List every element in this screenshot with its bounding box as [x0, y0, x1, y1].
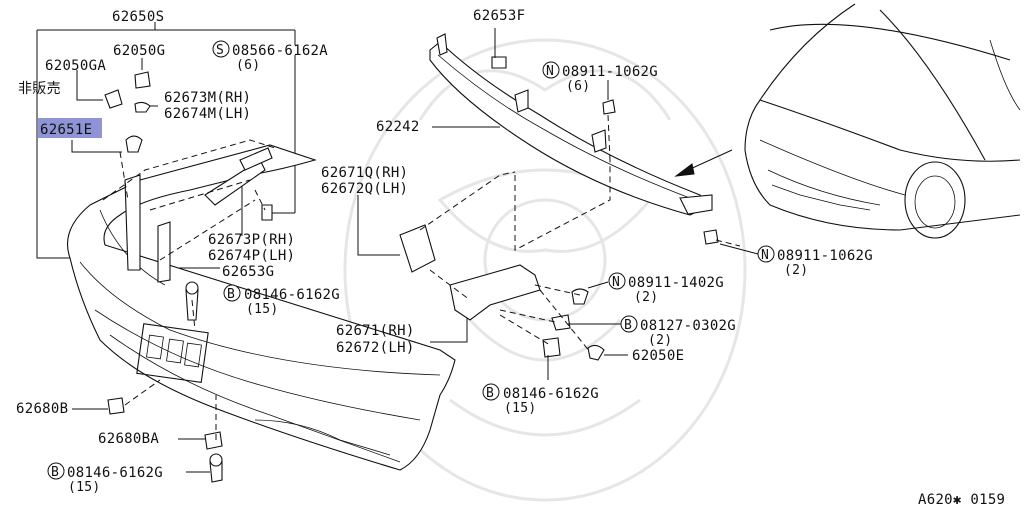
- fastener-number: 08127-0302G: [640, 318, 736, 334]
- fastener-n08911-right: N 08911-1062G (2): [757, 245, 873, 278]
- fastener-b08146-mid: B 08146-6162G (15): [223, 284, 340, 317]
- diagram-id: A620✱ 0159: [918, 492, 1005, 508]
- fastener-number: 08911-1062G: [562, 64, 658, 80]
- label-62653F: 62653F: [473, 8, 525, 24]
- watermark-emblem: [343, 38, 747, 502]
- front-bumper-fascia: [66, 144, 456, 471]
- right-dashed-guides: [419, 114, 741, 353]
- fastener-prefix: B: [51, 465, 59, 480]
- label-62680BA: 62680BA: [98, 431, 159, 447]
- fastener-number: 08566-6162A: [232, 43, 328, 59]
- left-callout-frame: [36, 22, 296, 269]
- fastener-qty: (6): [566, 79, 590, 94]
- fastener-number: 08146-6162G: [244, 287, 340, 303]
- label-62671: 62671(RH): [336, 323, 415, 339]
- fastener-prefix: B: [486, 386, 494, 401]
- fastener-prefix: B: [227, 287, 235, 302]
- bumper-reinforcement-beam: [429, 33, 719, 245]
- label-62650S: 62650S: [112, 9, 164, 25]
- fastener-qty: (2): [648, 333, 672, 348]
- fastener-qty: (2): [784, 263, 808, 278]
- fastener-s08566: S 08566-6162A (6): [212, 40, 328, 73]
- label-62672Q: 62672Q(LH): [321, 181, 408, 197]
- direction-arrow: [674, 149, 733, 177]
- label-62673P: 62673P(RH): [208, 232, 295, 248]
- fastener-qty: (2): [634, 290, 658, 305]
- label-62672: 62672(LH): [336, 340, 415, 356]
- fastener-prefix: N: [546, 64, 554, 79]
- label-62050G: 62050G: [113, 43, 165, 59]
- fastener-b08127: B 08127-0302G (2): [620, 315, 736, 348]
- left-side-brackets: [104, 71, 273, 483]
- fastener-number: 08146-6162G: [67, 465, 163, 481]
- fastener-number: 08911-1402G: [628, 275, 724, 291]
- fastener-qty: (15): [504, 401, 537, 416]
- label-62050GA: 62050GA: [45, 58, 106, 74]
- fastener-prefix: N: [612, 275, 620, 290]
- fastener-qty: (15): [246, 302, 279, 317]
- right-leader-lines: [72, 28, 759, 473]
- fastener-prefix: B: [624, 318, 632, 333]
- label-62671Q: 62671Q(RH): [321, 165, 408, 181]
- fastener-prefix: N: [761, 248, 769, 263]
- label-62674P: 62674P(LH): [208, 248, 295, 264]
- fastener-qty: (15): [68, 480, 101, 495]
- fastener-b08146-left: B 08146-6162G (15): [47, 462, 163, 495]
- label-62242: 62242: [376, 119, 420, 135]
- fastener-n08911-1402: N 08911-1402G (2): [608, 272, 724, 305]
- label-62674M: 62674M(LH): [164, 106, 251, 122]
- fastener-prefix: S: [216, 43, 224, 58]
- vehicle-illustration: [744, 3, 1021, 239]
- label-62653G: 62653G: [222, 264, 274, 280]
- fastener-qty: (6): [236, 58, 260, 73]
- fastener-number: 08911-1062G: [777, 248, 873, 264]
- fastener-n08911-top: N 08911-1062G (6): [542, 61, 658, 94]
- label-not-for-sale: 非販売: [18, 81, 61, 97]
- label-62680B: 62680B: [16, 401, 68, 417]
- label-62050E: 62050E: [632, 348, 684, 364]
- selected-part-highlight: [38, 118, 102, 138]
- fastener-b08146-bottom: B 08146-6162G (15): [482, 383, 599, 416]
- right-side-brackets: [399, 224, 605, 361]
- left-dashed-guides: [102, 139, 276, 440]
- label-62673M: 62673M(RH): [164, 90, 251, 106]
- fastener-number: 08146-6162G: [503, 386, 599, 402]
- label-62651E[interactable]: 62651E: [40, 122, 92, 138]
- part-labels: 62650S 62050G 62050GA 非販売 62651E 62673M(…: [16, 8, 1005, 508]
